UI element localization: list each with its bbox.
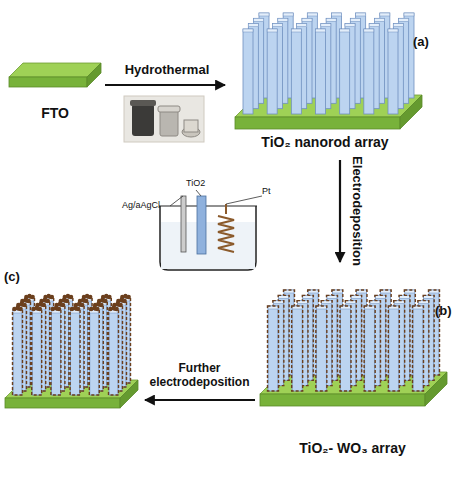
process-stage: TiO₂- WO₃ array (b) — [255, 262, 465, 467]
nanorod — [31, 306, 42, 395]
substrate-array — [9, 63, 101, 87]
nanorod — [70, 306, 81, 395]
stage-graphic — [255, 262, 465, 467]
fto-side-face — [87, 63, 101, 87]
substrate-array — [260, 290, 447, 406]
panel-letter: (a) — [413, 35, 440, 50]
electrode-label: TiO2 — [186, 178, 205, 188]
array-caption: TiO₂- WO₃ array — [255, 440, 450, 456]
nanorod — [388, 29, 398, 114]
nanorod — [89, 306, 100, 395]
stage-graphic — [0, 262, 145, 432]
fto-front-face — [235, 117, 400, 129]
autoclave-photo — [124, 96, 204, 142]
nanorod — [316, 29, 326, 114]
process-stage: TiO₂ nanorod array (a) — [225, 0, 440, 160]
nanorod — [388, 306, 399, 391]
panel-letter: (b) — [435, 304, 463, 319]
substrate-label: FTO — [5, 105, 105, 121]
step-label: Hydrothermal — [108, 63, 226, 78]
step-label: Further electrodeposition — [137, 362, 262, 390]
nanorod — [340, 306, 351, 391]
nanorod — [51, 306, 62, 395]
nanorod — [292, 306, 303, 391]
process-stage: FTO — [5, 55, 105, 140]
fto-front-face — [9, 77, 87, 87]
process-stage: (c) — [0, 262, 145, 432]
nanorod — [267, 29, 277, 114]
nanorod — [316, 306, 327, 391]
stage-graphic — [5, 55, 105, 140]
nanorod — [291, 29, 301, 114]
array-caption: TiO₂ nanorod array — [225, 134, 425, 150]
substrate-array — [235, 13, 422, 129]
fto-top-face — [9, 63, 101, 77]
nanorod — [268, 306, 279, 391]
fto-front-face — [260, 394, 425, 406]
nanorod — [364, 306, 375, 391]
electrochemical-cell — [159, 190, 262, 270]
nanorod — [108, 306, 119, 395]
nanorod — [413, 306, 424, 391]
electrode-label: Ag/aAgCl — [122, 200, 160, 210]
nanorod — [340, 29, 350, 114]
process-arrow — [105, 84, 225, 86]
nanorod — [12, 306, 23, 395]
process-arrow — [145, 399, 255, 401]
nanorod — [364, 29, 374, 114]
step-label: Electrodeposition — [350, 136, 365, 286]
electrode-label: Pt — [262, 186, 271, 196]
process-arrow — [339, 160, 341, 262]
panel-letter: (c) — [4, 270, 32, 285]
nanorod — [243, 29, 253, 114]
fto-front-face — [5, 398, 120, 408]
substrate-array — [5, 294, 138, 408]
